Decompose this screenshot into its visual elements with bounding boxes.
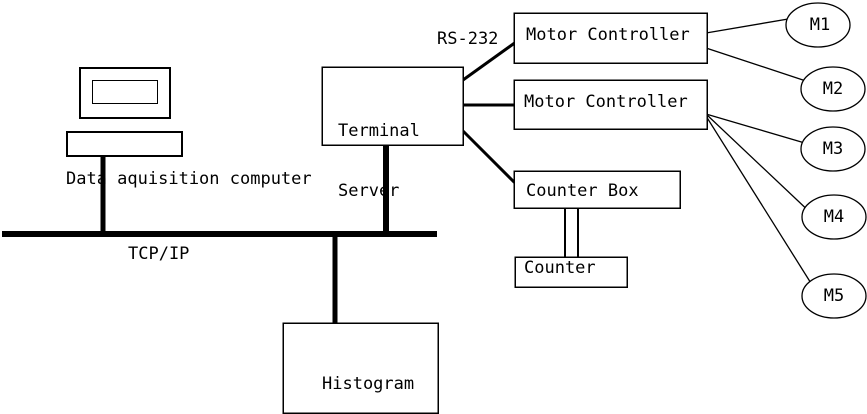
motor-m4-ellipse xyxy=(801,194,867,240)
counter-label: Counter xyxy=(524,258,596,278)
terminal-server-label-line1: Terminal xyxy=(338,121,420,141)
mc2-m4-link xyxy=(705,113,815,217)
terminal-server-label-line2: Server xyxy=(338,181,400,201)
mc2-m5-link xyxy=(705,115,815,289)
terminal-server-box xyxy=(321,66,464,146)
computer-screen-icon xyxy=(91,79,159,105)
motor-controller-1-label: Motor Controller xyxy=(526,25,690,45)
histogram-memory-box xyxy=(282,322,439,414)
mc2-m3-link xyxy=(705,113,816,147)
motor-controller-2-box xyxy=(513,79,708,130)
counter-box xyxy=(514,256,628,288)
terminal-server-label: Terminal Server xyxy=(338,81,420,241)
mc1-m2-link xyxy=(705,47,816,85)
motor-m1-label: M1 xyxy=(809,15,831,35)
motor-m2-ellipse xyxy=(800,66,866,112)
histogram-memory-label-line1: Histogram xyxy=(322,374,415,394)
rs232-link-motor-controller-1 xyxy=(462,40,517,82)
motor-m2-label: M2 xyxy=(822,79,844,99)
computer-keyboard-icon xyxy=(66,131,183,157)
counter-box-box xyxy=(513,170,681,209)
counter-box-label: Counter Box xyxy=(526,181,639,201)
motor-m5-label: M5 xyxy=(823,286,845,306)
motor-m3-label: M3 xyxy=(822,139,844,159)
motor-m5-ellipse xyxy=(801,273,867,319)
rs232-link-counter-box xyxy=(461,129,518,186)
rs232-label: RS-232 xyxy=(437,29,499,49)
motor-m3-ellipse xyxy=(800,126,866,172)
motor-m4-label: M4 xyxy=(823,207,845,227)
computer-label: Data aquisition computer xyxy=(66,169,312,189)
motor-controller-1-box xyxy=(513,12,708,64)
motor-m1-ellipse xyxy=(785,2,851,48)
histogram-memory-label: Histogram Memory xyxy=(322,337,414,414)
mc1-m1-link xyxy=(705,16,801,34)
motor-controller-2-label: Motor Controller xyxy=(524,92,688,112)
tcpip-bus-label: TCP/IP xyxy=(128,244,190,264)
